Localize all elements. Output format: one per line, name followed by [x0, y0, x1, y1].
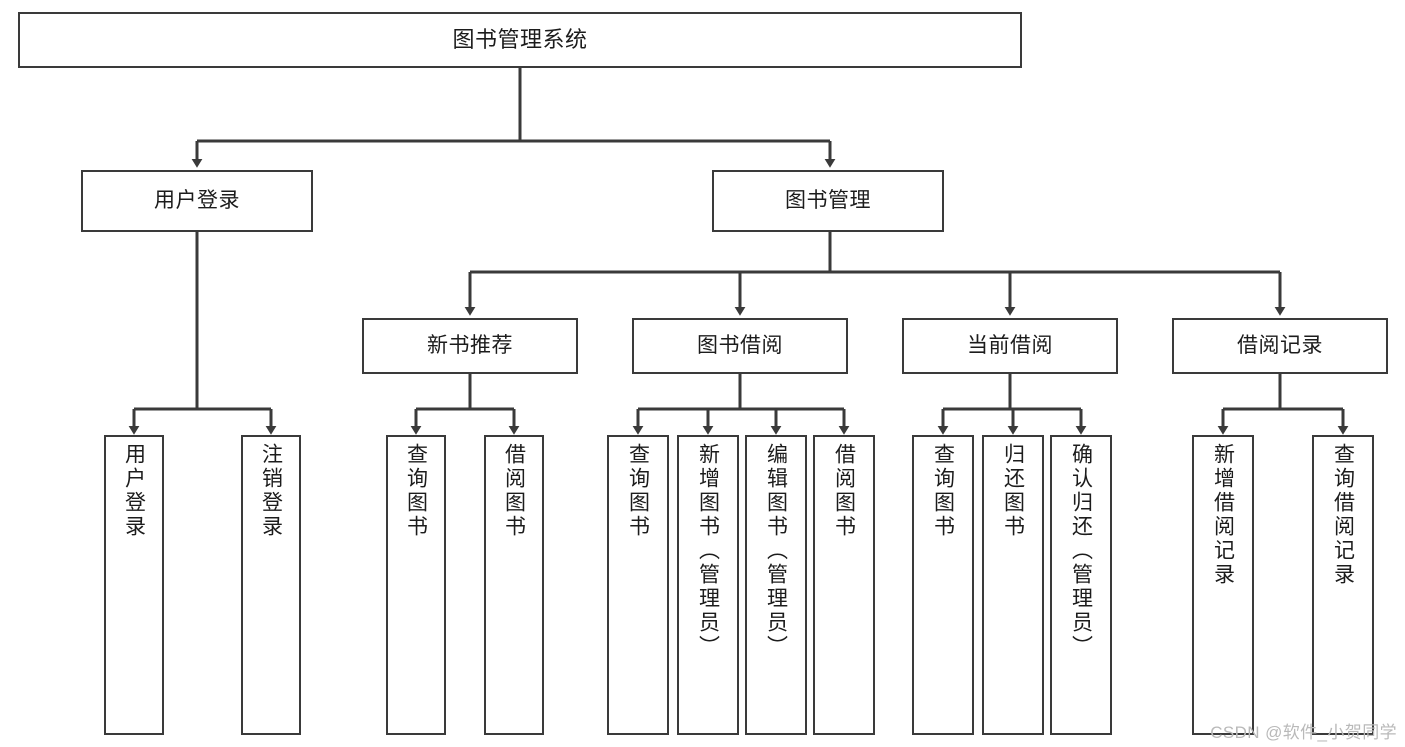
node-label: 确认归还（管理员） — [1069, 443, 1093, 659]
node-label: 新增图书（管理员） — [696, 443, 720, 659]
leaf-borrow-lend-book[interactable]: 借阅图书 — [813, 435, 875, 735]
node-label: 归还图书 — [1001, 443, 1025, 539]
leaf-record-query[interactable]: 查询借阅记录 — [1312, 435, 1374, 735]
node-user-login[interactable]: 用户登录 — [81, 170, 313, 232]
node-label: 图书管理系统 — [452, 27, 588, 53]
node-label: 当前借阅 — [967, 333, 1053, 357]
leaf-borrow-edit-book[interactable]: 编辑图书（管理员） — [745, 435, 807, 735]
node-current-borrow[interactable]: 当前借阅 — [902, 318, 1118, 374]
node-label: 编辑图书（管理员） — [764, 443, 788, 659]
node-label: 图书管理 — [785, 188, 871, 212]
node-label: 查询图书 — [931, 443, 955, 539]
leaf-record-add[interactable]: 新增借阅记录 — [1192, 435, 1254, 735]
csdn-watermark: CSDN @软件_小贺同学 — [1210, 723, 1397, 742]
leaf-current-query-book[interactable]: 查询图书 — [912, 435, 974, 735]
node-book-management[interactable]: 图书管理 — [712, 170, 944, 232]
node-book-management-system[interactable]: 图书管理系统 — [18, 12, 1022, 68]
node-label: 用户登录 — [122, 443, 146, 539]
leaf-borrow-query-book[interactable]: 查询图书 — [607, 435, 669, 735]
leaf-new-borrow-book[interactable]: 借阅图书 — [484, 435, 544, 735]
node-label: 新书推荐 — [427, 333, 513, 357]
leaf-current-confirm-return[interactable]: 确认归还（管理员） — [1050, 435, 1112, 735]
leaf-user-logout[interactable]: 注销登录 — [241, 435, 301, 735]
node-label: 借阅记录 — [1237, 333, 1323, 357]
node-label: 注销登录 — [259, 443, 283, 539]
leaf-current-return-book[interactable]: 归还图书 — [982, 435, 1044, 735]
node-label: 查询图书 — [404, 443, 428, 539]
node-label: 借阅图书 — [502, 443, 526, 539]
node-book-borrow[interactable]: 图书借阅 — [632, 318, 848, 374]
node-label: 用户登录 — [154, 188, 240, 212]
leaf-borrow-add-book[interactable]: 新增图书（管理员） — [677, 435, 739, 735]
node-new-book-recommend[interactable]: 新书推荐 — [362, 318, 578, 374]
node-label: 查询借阅记录 — [1331, 443, 1355, 587]
node-label: 借阅图书 — [832, 443, 856, 539]
node-label: 新增借阅记录 — [1211, 443, 1235, 587]
leaf-new-query-book[interactable]: 查询图书 — [386, 435, 446, 735]
leaf-user-login[interactable]: 用户登录 — [104, 435, 164, 735]
node-label: 查询图书 — [626, 443, 650, 539]
node-borrow-record[interactable]: 借阅记录 — [1172, 318, 1388, 374]
node-label: 图书借阅 — [697, 333, 783, 357]
